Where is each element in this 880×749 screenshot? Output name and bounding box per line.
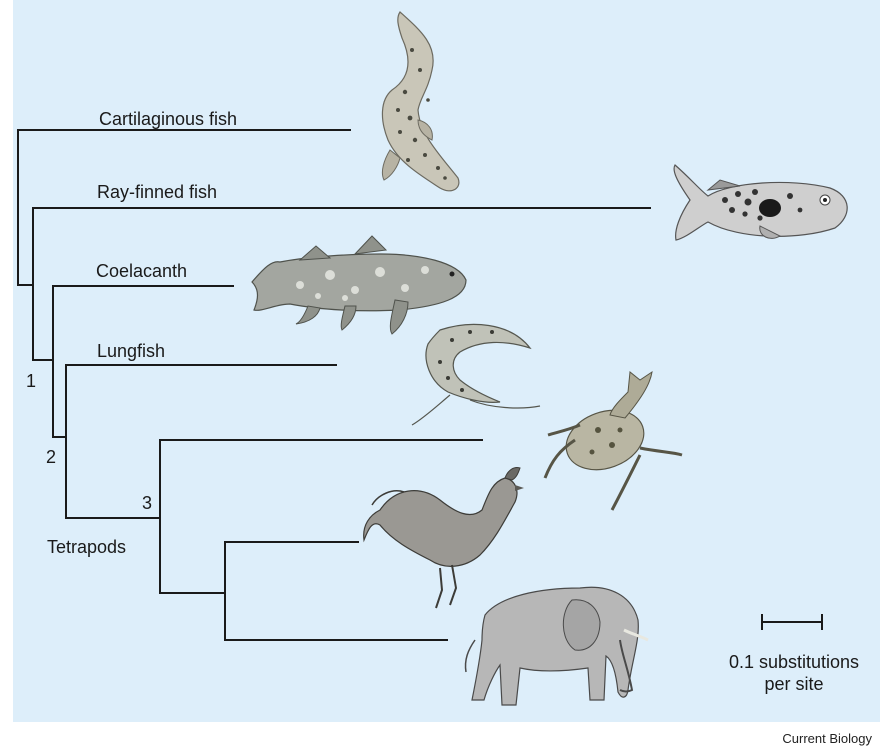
scale-bar [762,615,822,629]
lungfish-illustration [412,324,540,425]
label-tetrapods: Tetrapods [47,538,126,556]
node-label-2: 2 [46,448,56,466]
label-coelacanth: Coelacanth [96,262,187,280]
scale-bar-label: 0.1 substitutions per site [714,651,874,695]
elephant-illustration [465,587,648,705]
scale-bar-label-line1: 0.1 substitutions [714,651,874,673]
pufferfish-illustration [674,165,847,240]
frog-illustration [545,372,682,510]
label-lungfish: Lungfish [97,342,165,360]
shark-illustration [382,12,459,191]
journal-credit: Current Biology [782,731,872,746]
node-label-1: 1 [26,372,36,390]
rooster-illustration [364,467,524,608]
node-label-3: 3 [142,494,152,512]
label-cartilaginous-fish: Cartilaginous fish [99,110,237,128]
scale-bar-label-line2: per site [714,673,874,695]
label-ray-finned-fish: Ray-finned fish [97,183,217,201]
coelacanth-illustration [252,236,466,334]
